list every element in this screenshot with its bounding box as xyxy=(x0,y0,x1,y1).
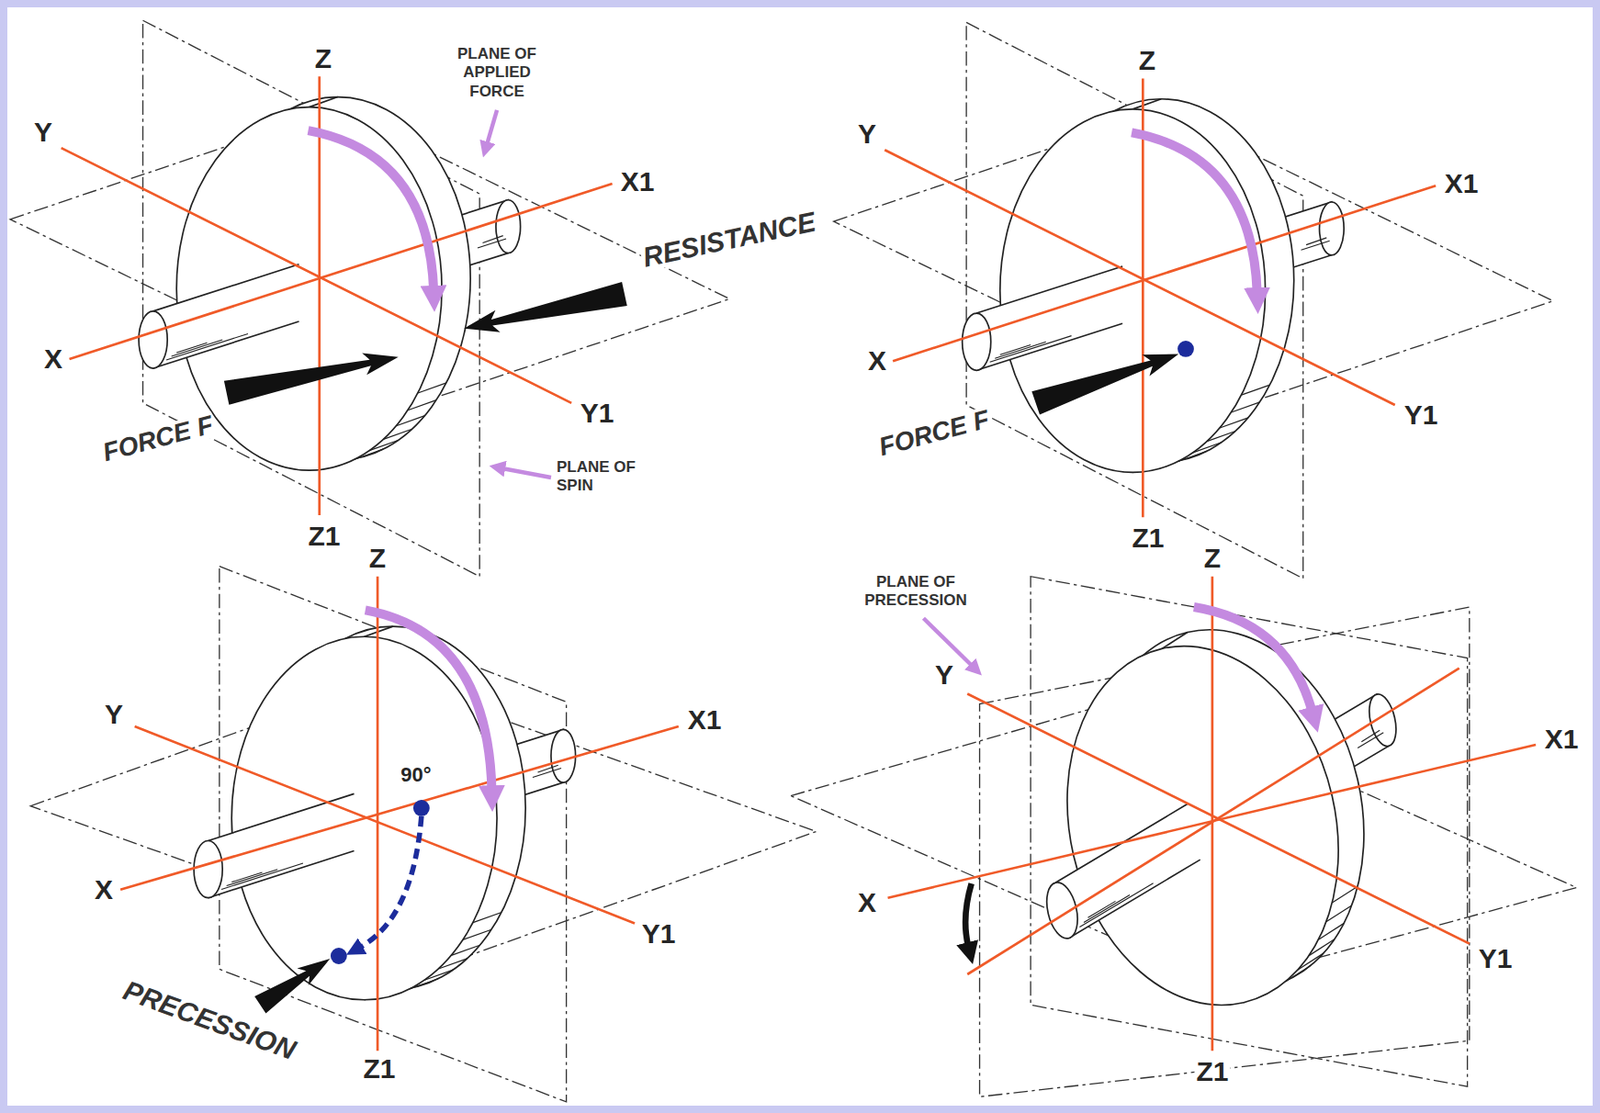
axis-label: X xyxy=(92,876,115,904)
axis-label: Z1 xyxy=(1194,1058,1230,1086)
pointer-arrow xyxy=(486,110,497,146)
axis-label: Z xyxy=(1137,46,1158,75)
axis-label: Z1 xyxy=(1129,524,1166,553)
force-arrow xyxy=(224,345,402,406)
axis-label: Z xyxy=(313,45,334,73)
pointer-arrow xyxy=(502,468,552,478)
axis-label: X1 xyxy=(686,706,724,734)
axis-label: X1 xyxy=(619,168,657,196)
force-label: FORCE F xyxy=(98,411,218,467)
force-label: PRECESSION xyxy=(118,976,302,1066)
axis-label: Y xyxy=(856,120,879,148)
plane-label: PLANE OF APPLIED FORCE xyxy=(449,45,545,102)
axis-label: Y1 xyxy=(1402,401,1441,429)
force-arrow xyxy=(1031,342,1183,415)
gyro-panel xyxy=(30,566,816,1103)
axis-label: X1 xyxy=(1543,725,1581,754)
axis-label: X1 xyxy=(1442,169,1481,198)
resistance-arrow xyxy=(461,281,627,341)
gyro-panel xyxy=(10,20,730,576)
axis-label: 90° xyxy=(398,765,433,786)
page-ground xyxy=(7,7,1593,1106)
force-label: FORCE F xyxy=(874,405,994,462)
plane-label: PLANE OF SPIN xyxy=(554,458,642,496)
axis-label: Y xyxy=(102,700,125,729)
axis-label: Z1 xyxy=(360,1055,397,1083)
gyro-panel xyxy=(790,576,1577,1098)
axis-label: Y1 xyxy=(640,920,678,948)
axis-label: X xyxy=(42,345,65,373)
axis-label: Z xyxy=(367,544,388,573)
plane-label: PLANE OF PRECESSION xyxy=(856,573,976,611)
axis-label: Z1 xyxy=(305,522,342,551)
axis-label: Z xyxy=(1202,544,1223,573)
axis-label: X xyxy=(866,347,889,375)
axis-label: Y xyxy=(32,118,55,147)
force-point xyxy=(1177,340,1195,358)
axis-label: Y xyxy=(933,661,956,689)
axis-label: X xyxy=(856,889,879,917)
force-label: RESISTANCE xyxy=(638,207,820,272)
precession-arrow xyxy=(254,950,336,1015)
gyro-panel xyxy=(833,22,1554,578)
axis-label: Y1 xyxy=(578,399,617,428)
axis-label: Y1 xyxy=(1476,945,1515,973)
